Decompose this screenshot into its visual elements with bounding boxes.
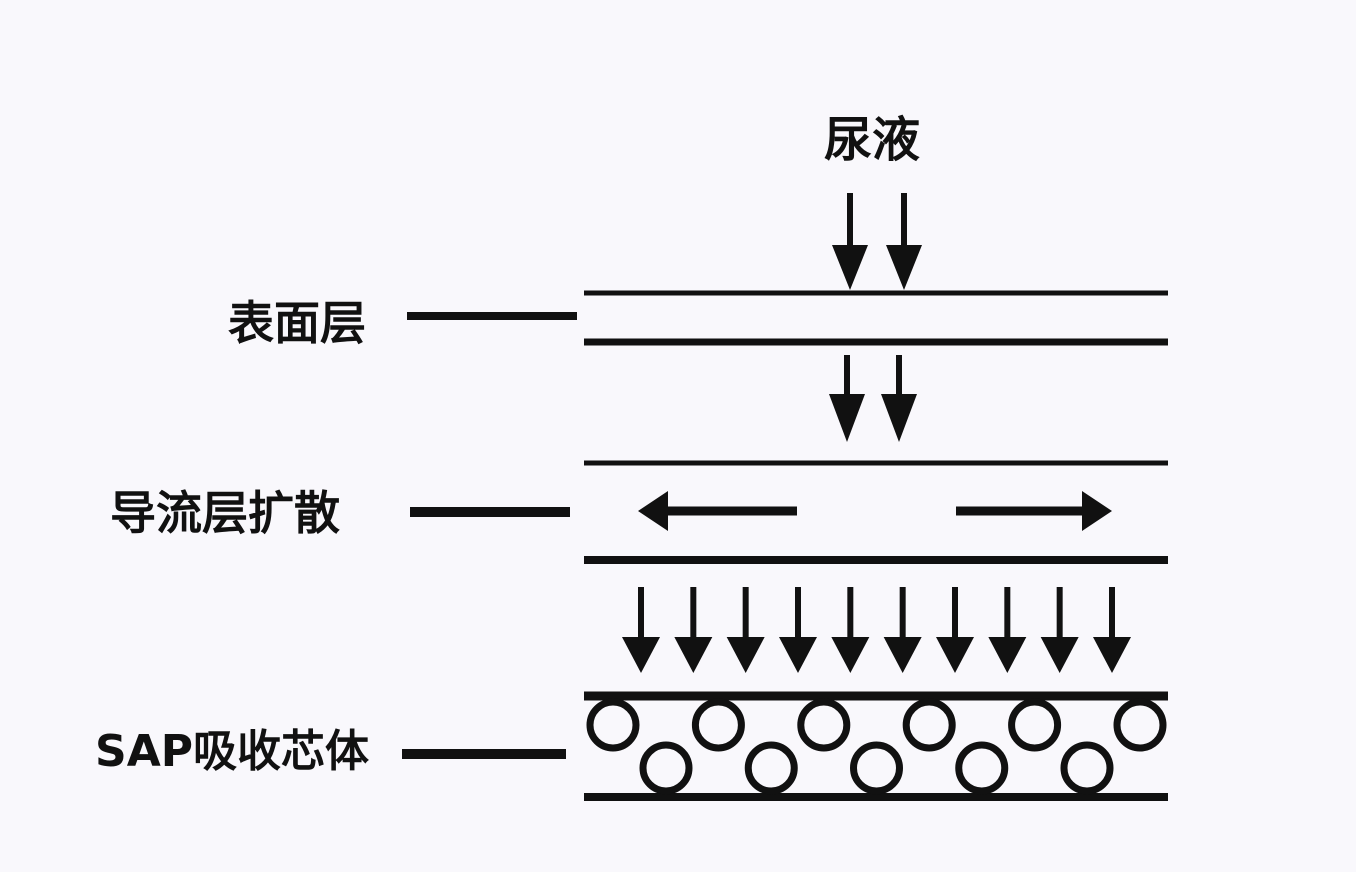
diversion-to-core-arrow: [726, 587, 765, 673]
surface-to-diversion-arrow: [881, 355, 917, 442]
arrow-head: [1040, 637, 1079, 673]
arrow-head: [883, 637, 922, 673]
arrow-head: [829, 394, 865, 442]
diversion-to-core-arrow: [622, 587, 660, 673]
arrow-head: [674, 637, 713, 673]
arrow-head: [936, 637, 974, 673]
sap-particle: [797, 698, 851, 752]
arrow-head: [726, 637, 765, 673]
diversion-to-core-arrow: [883, 587, 922, 673]
lateral-arrow-left: [638, 491, 797, 531]
diversion-to-core-arrow: [779, 587, 817, 673]
diversion-to-core-arrow: [936, 587, 974, 673]
arrow-head: [832, 245, 868, 290]
surface-to-diversion-arrow: [829, 355, 865, 442]
diversion-to-core-arrow: [1093, 587, 1131, 673]
sap-particle: [691, 698, 745, 752]
surface-layer-label: 表面层: [228, 296, 366, 350]
input-label: 尿液: [824, 112, 921, 168]
arrow-head: [831, 637, 870, 673]
arrow-head: [881, 394, 917, 442]
arrow-head: [988, 637, 1027, 673]
diversion-to-core-arrow: [674, 587, 713, 673]
diversion-to-core-arrow: [1040, 587, 1079, 673]
sap-particle: [1008, 698, 1062, 752]
sap-particle: [850, 741, 903, 795]
arrow-head: [779, 637, 817, 673]
sap-core-label: SAP吸收芯体: [95, 726, 369, 777]
arrow-head: [1082, 491, 1112, 531]
diversion-to-core-arrow: [988, 587, 1027, 673]
sap-particle: [955, 741, 1009, 795]
arrow-head: [622, 637, 660, 673]
arrow-head: [1093, 637, 1131, 673]
sap-particle: [586, 698, 640, 752]
lateral-arrow-right: [956, 491, 1112, 531]
sap-particle: [639, 741, 693, 795]
sap-particle: [744, 741, 798, 795]
diversion-layer-label: 导流层扩散: [110, 486, 340, 540]
arrow-head: [638, 491, 668, 531]
input-down-arrow: [832, 193, 868, 290]
input-down-arrow: [886, 193, 922, 290]
arrow-head: [886, 245, 922, 290]
sap-particle: [1060, 741, 1114, 795]
sap-particle: [1113, 698, 1167, 752]
diversion-to-core-arrow: [831, 587, 870, 673]
sap-particle: [902, 698, 956, 752]
